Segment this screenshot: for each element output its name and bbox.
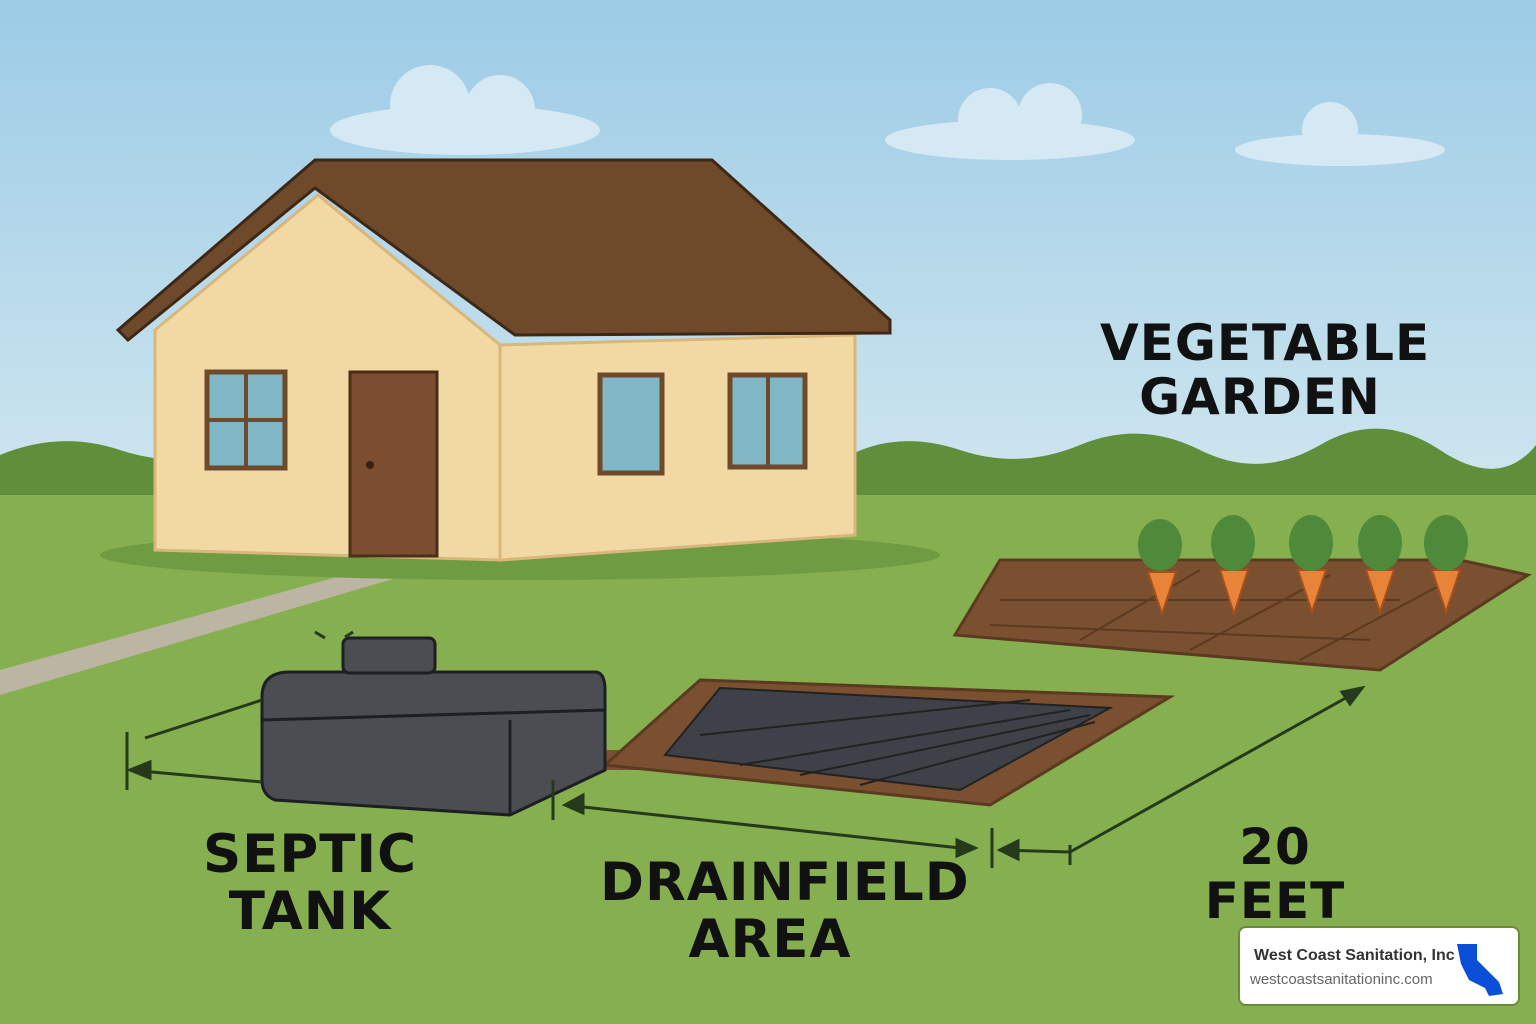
- company-website: westcoastsanitationinc.com: [1250, 971, 1433, 988]
- distance-label: 20 FEET: [1204, 818, 1346, 930]
- path: [0, 565, 430, 695]
- company-name: West Coast Sanitation, Inc: [1254, 947, 1455, 964]
- tree-line: [0, 428, 1536, 500]
- clouds: [330, 65, 1445, 166]
- vegetable-garden: [952, 515, 1532, 672]
- septic-tank: [260, 636, 607, 817]
- house: [115, 158, 892, 562]
- california-map-icon: [1457, 944, 1503, 996]
- dimension-arrows: [125, 630, 1366, 868]
- drainfield: [601, 678, 1176, 807]
- company-badge: West Coast Sanitation, Inc westcoastsani…: [1238, 926, 1520, 1006]
- door: [348, 370, 439, 558]
